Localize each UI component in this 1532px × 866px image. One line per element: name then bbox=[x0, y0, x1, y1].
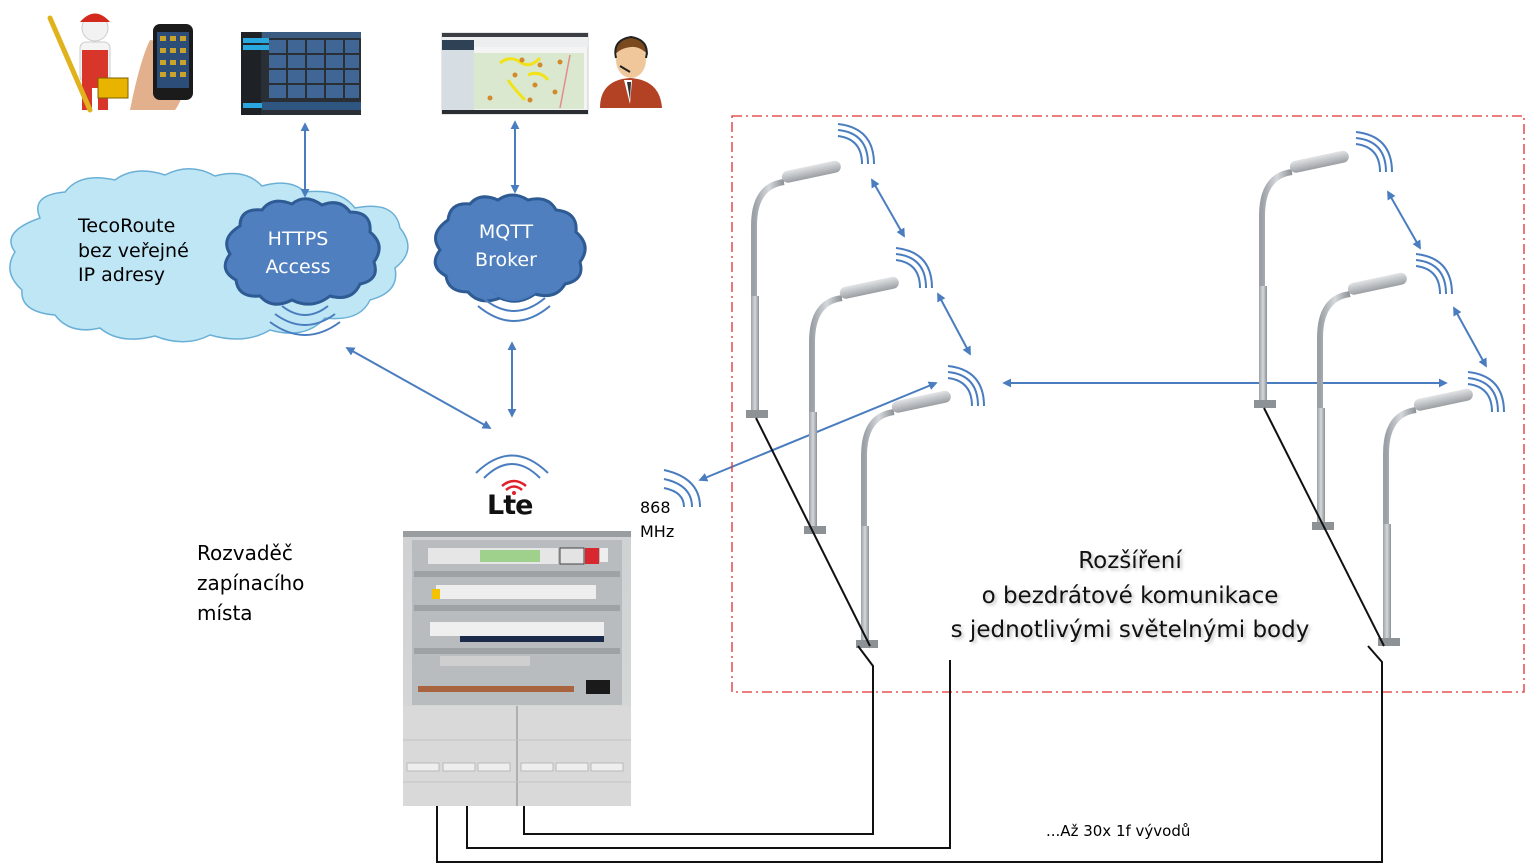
street-lamps-right-group bbox=[1254, 150, 1473, 646]
lamp-signal-waves-left bbox=[837, 123, 985, 407]
street-lamps-left-group bbox=[746, 160, 951, 648]
switchboard-line-3: místa bbox=[197, 601, 253, 625]
street-lamp bbox=[856, 390, 951, 648]
mqtt-line-1: MQTT bbox=[478, 221, 534, 243]
mqtt-broker-label: MQTT Broker bbox=[454, 219, 558, 274]
radio-frequency-unit: MHz bbox=[640, 522, 675, 541]
tecoroute-line-2: bez veřejné bbox=[78, 239, 189, 262]
https-access-cloud bbox=[223, 197, 381, 306]
link-lamp-lamp-3 bbox=[1387, 190, 1421, 250]
link-868-lamp bbox=[698, 381, 938, 482]
radio-frequency-label: 868 MHz bbox=[640, 496, 674, 544]
mqtt-broker-cloud bbox=[433, 193, 587, 303]
feeders-label: ...Až 30x 1f vývodů bbox=[1046, 822, 1191, 840]
radio-frequency-value: 868 bbox=[640, 498, 671, 517]
feeder-cable-3 bbox=[436, 645, 1383, 863]
lamp-link-cable-right bbox=[1263, 407, 1385, 647]
scada-dashboard-image bbox=[241, 32, 361, 115]
feeder-cable-1 bbox=[523, 645, 874, 835]
link-https-lte bbox=[345, 347, 492, 429]
lamp-link-cable-left bbox=[755, 417, 871, 647]
https-signal-waves bbox=[269, 305, 341, 336]
switchboard-line-1: Rozvaděč bbox=[197, 541, 293, 565]
link-lamp-lamp-4 bbox=[1453, 306, 1487, 368]
extension-line-1: Rozšíření bbox=[1078, 548, 1182, 574]
technician-with-smartphone-image bbox=[47, 13, 193, 113]
switchboard-label: Rozvaděč zapínacího místa bbox=[197, 538, 304, 628]
communication-links bbox=[300, 120, 1487, 482]
tecoroute-label: TecoRoute bez veřejné IP adresy bbox=[78, 214, 189, 288]
tecoroute-line-1: TecoRoute bbox=[78, 215, 176, 237]
street-lamp bbox=[1378, 388, 1473, 646]
lte-logo-signal-icon bbox=[501, 479, 527, 495]
https-line-1: HTTPS bbox=[267, 228, 329, 250]
feeder-cable-2 bbox=[466, 660, 951, 849]
street-lamp bbox=[1312, 272, 1407, 530]
switchboard-cabinet-image bbox=[403, 531, 631, 806]
street-lamp bbox=[804, 276, 899, 534]
https-access-label: HTTPS Access bbox=[246, 226, 350, 281]
map-application-image bbox=[441, 32, 589, 115]
extension-line-3: s jednotlivými světelnými body bbox=[950, 617, 1310, 643]
street-lamp bbox=[746, 160, 841, 418]
street-lamp bbox=[1254, 150, 1349, 408]
dispatcher-operator-image bbox=[600, 35, 662, 108]
radio-868-signal-waves bbox=[663, 469, 701, 508]
lte-signal-waves bbox=[475, 454, 549, 479]
switchboard-line-2: zapínacího bbox=[197, 571, 305, 595]
https-line-2: Access bbox=[265, 255, 331, 278]
extension-line-2: o bezdrátové komunikace bbox=[981, 582, 1279, 609]
extension-label: Rozšíření o bezdrátové komunikace s jedn… bbox=[900, 544, 1360, 648]
lte-logo-label: Lte bbox=[487, 490, 533, 521]
feeder-cables bbox=[436, 407, 1385, 863]
link-lamp-lamp-2 bbox=[937, 292, 971, 356]
extension-boundary bbox=[731, 115, 1525, 693]
tecoroute-line-3: IP adresy bbox=[78, 264, 166, 287]
lamp-signal-waves-right bbox=[1355, 131, 1505, 413]
mqtt-signal-waves bbox=[477, 289, 551, 322]
link-lamp-lamp-1 bbox=[871, 178, 905, 238]
mqtt-line-2: Broker bbox=[475, 248, 537, 271]
